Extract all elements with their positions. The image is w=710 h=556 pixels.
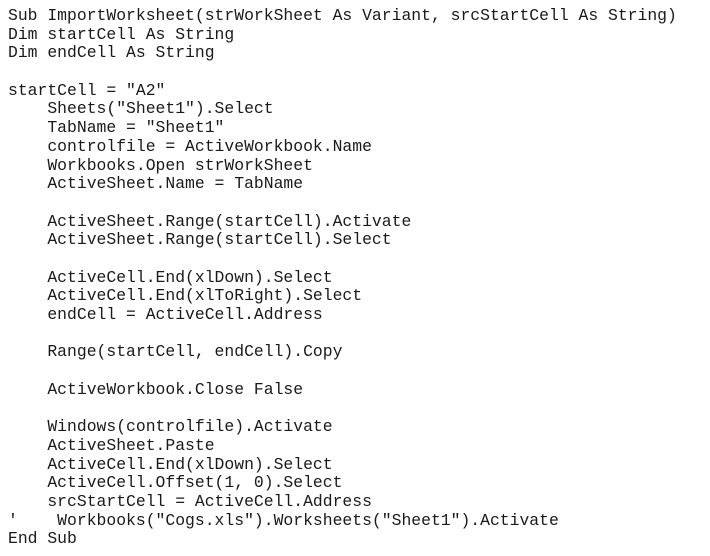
code-line-offset-select: ActiveCell.Offset(1, 0).Select bbox=[8, 473, 343, 493]
code-line-srcstartcell: srcStartCell = ActiveCell.Address bbox=[8, 491, 372, 511]
code-line-blank bbox=[8, 362, 677, 381]
code-line-blank bbox=[8, 63, 677, 82]
code-line-windows-activate: Windows(controlfile).Activate bbox=[8, 417, 333, 437]
code-line-end-sub: End Sub bbox=[8, 529, 77, 549]
code-line-dim-startcell: Dim startCell As String bbox=[8, 24, 235, 44]
code-line-end-xltoright: ActiveCell.End(xlToRight).Select bbox=[8, 286, 363, 306]
code-line-blank bbox=[8, 194, 677, 213]
code-line-dim-endcell: Dim endCell As String bbox=[8, 43, 215, 63]
code-line-blank bbox=[8, 399, 677, 418]
code-line-endcell-address: endCell = ActiveCell.Address bbox=[8, 305, 323, 324]
code-line-blank bbox=[8, 250, 677, 269]
code-line-controlfile: controlfile = ActiveWorkbook.Name bbox=[8, 136, 372, 156]
code-line-end-xldown: ActiveCell.End(xlDown).Select bbox=[8, 267, 333, 287]
code-line-paste: ActiveSheet.Paste bbox=[8, 435, 215, 455]
code-line-blank bbox=[8, 325, 677, 344]
code-line-workbook-close: ActiveWorkbook.Close False bbox=[8, 379, 304, 399]
code-line-comment: ' Workbooks("Cogs.xls").Worksheets("Shee… bbox=[8, 510, 559, 530]
code-line-activesheet-name: ActiveSheet.Name = TabName bbox=[8, 174, 304, 194]
code-line-range-select: ActiveSheet.Range(startCell).Select bbox=[8, 230, 392, 250]
code-line-workbooks-open: Workbooks.Open strWorkSheet bbox=[8, 155, 313, 175]
code-line-sub-declaration: Sub ImportWorksheet(strWorkSheet As Vari… bbox=[8, 6, 677, 25]
code-line-range-copy: Range(startCell, endCell).Copy bbox=[8, 342, 343, 362]
code-line-range-activate: ActiveSheet.Range(startCell).Activate bbox=[8, 211, 412, 231]
code-line-assign-startcell: startCell = "A2" bbox=[8, 80, 166, 100]
code-listing: Sub ImportWorksheet(strWorkSheet As Vari… bbox=[8, 6, 677, 549]
code-line-sheets-select: Sheets("Sheet1").Select bbox=[8, 99, 274, 119]
code-line-tabname: TabName = "Sheet1" bbox=[8, 118, 225, 138]
code-line-end-xldown-2: ActiveCell.End(xlDown).Select bbox=[8, 454, 333, 474]
